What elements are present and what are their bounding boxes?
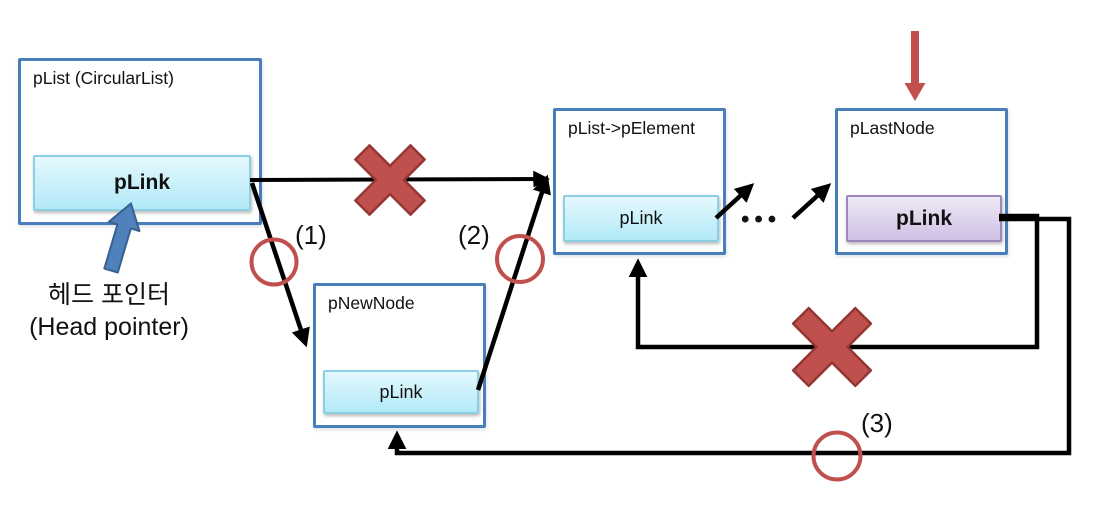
step3-circle [811, 430, 863, 482]
node-plist-title: pList (CircularList) [33, 68, 174, 88]
node-pnewnode: pNewNode pLink [313, 283, 486, 428]
pelement-plink-field: pLink [563, 195, 719, 242]
pnewnode-plink-field: pLink [323, 370, 479, 414]
step2-label: (2) [458, 220, 490, 250]
node-plist: pList (CircularList) pLink [18, 58, 262, 225]
node-pnewnode-title: pNewNode [328, 293, 415, 313]
plastnode-plink-field: pLink [846, 195, 1002, 242]
arrow-plist-to-pelement [249, 170, 551, 188]
step3-label: (3) [861, 408, 893, 438]
step1-label: (1) [295, 220, 327, 250]
head-pointer-caption-korean: 헤드 포인터 [48, 281, 170, 309]
head-pointer-caption: 헤드 포인터 (Head pointer) [2, 280, 216, 343]
chain-ellipsis: ••• [741, 206, 782, 233]
node-pelement: pList->pElement pLink [553, 108, 726, 255]
plist-plink-field: pLink [33, 155, 251, 211]
step2-circle [495, 234, 545, 284]
step1-circle [249, 237, 299, 287]
red-x-broken-link-2 [791, 306, 873, 388]
red-x-broken-link-1 [354, 144, 426, 216]
arrow-step2-pnewnode-to-pelement [475, 174, 551, 391]
node-plastnode-title: pLastNode [850, 118, 935, 138]
head-pointer-caption-english: (Head pointer) [29, 312, 189, 341]
arrow-chain-to-plastnode [791, 183, 832, 220]
node-plastnode: pLastNode pLink [835, 108, 1008, 255]
node-pelement-title: pList->pElement [568, 118, 695, 138]
plastnode-indicator-arrow [904, 31, 926, 101]
